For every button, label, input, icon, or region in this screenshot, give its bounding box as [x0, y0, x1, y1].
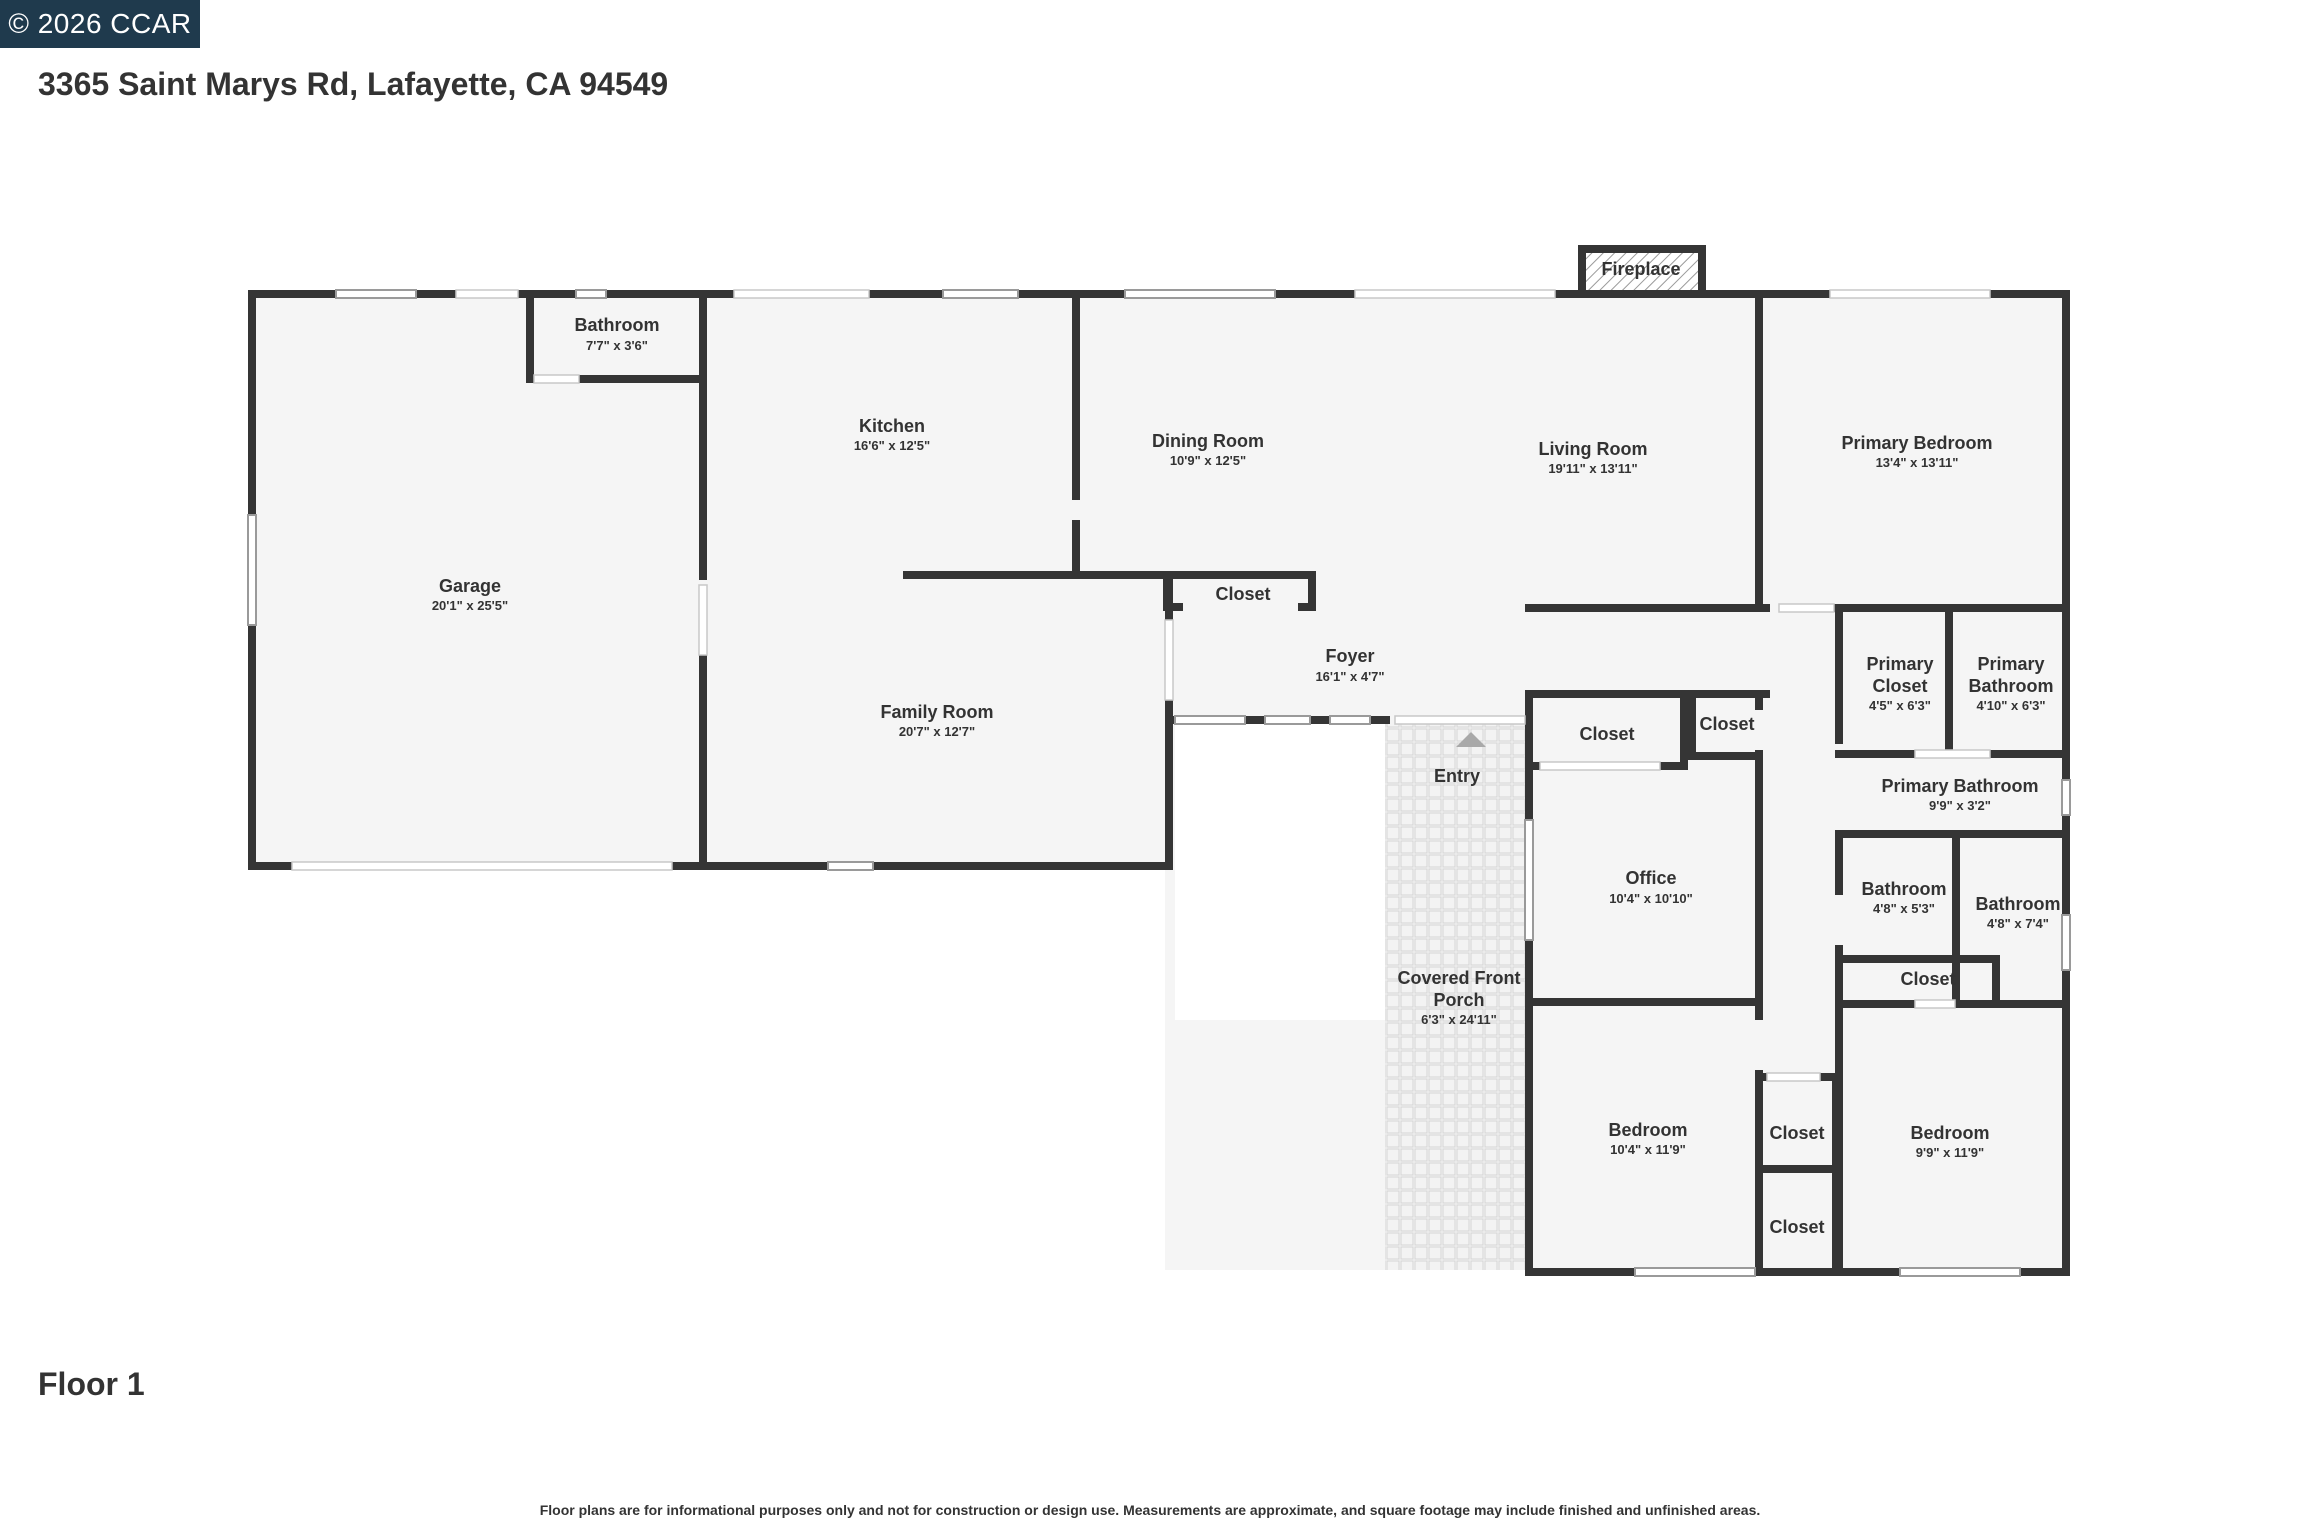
kitchen-dim: 16'6" x 12'5"	[854, 438, 930, 453]
bathroom-a-dim: 4'8" x 5'3"	[1873, 901, 1935, 916]
closet-office-b-label: Closet	[1699, 714, 1754, 734]
family-room-label: Family Room	[880, 702, 993, 722]
bathroom-a-label: Bathroom	[1862, 879, 1947, 899]
office-dim: 10'4" x 10'10"	[1609, 891, 1693, 906]
primary-bathroom-small-label-line2: Bathroom	[1969, 676, 2054, 696]
primary-bathroom-small-label-line1: Primary	[1977, 654, 2044, 674]
closet-office-a-label: Closet	[1579, 724, 1634, 744]
primary-bedroom-label: Primary Bedroom	[1841, 433, 1992, 453]
bathroom-b-label: Bathroom	[1976, 894, 2061, 914]
entry-label: Entry	[1434, 766, 1480, 786]
garage-dim: 20'1" x 25'5"	[432, 598, 508, 613]
closet-hall-a-label: Closet	[1769, 1123, 1824, 1143]
entry-arrow	[1456, 732, 1486, 747]
bedroom-left-label: Bedroom	[1608, 1120, 1687, 1140]
closet-foyer-label: Closet	[1215, 584, 1270, 604]
porch-label-line1: Covered Front	[1397, 968, 1520, 988]
porch-dim: 6'3" x 24'11"	[1421, 1012, 1497, 1027]
primary-closet-dim: 4'5" x 6'3"	[1869, 698, 1931, 713]
bathroom-b-dim: 4'8" x 7'4"	[1987, 916, 2049, 931]
primary-bathroom-dim: 9'9" x 3'2"	[1929, 798, 1991, 813]
foyer-dim: 16'1" x 4'7"	[1315, 669, 1384, 684]
closet-bath-label: Closet	[1900, 969, 1955, 989]
copyright-badge: © 2026 CCAR	[0, 0, 200, 48]
property-address: 3365 Saint Marys Rd, Lafayette, CA 94549	[38, 66, 669, 102]
family-room-dim: 20'7" x 12'7"	[899, 724, 975, 739]
dining-room-dim: 10'9" x 12'5"	[1170, 453, 1246, 468]
bathroom-hall-dim: 7'7" x 3'6"	[586, 338, 648, 353]
living-room-label: Living Room	[1539, 439, 1648, 459]
garage-label: Garage	[439, 576, 501, 596]
windows	[247, 289, 2071, 1277]
foyer-label: Foyer	[1325, 646, 1374, 666]
floor-label: Floor 1	[38, 1366, 145, 1402]
primary-closet-label-line2: Closet	[1872, 676, 1927, 696]
room-labels: Garage 20'1" x 25'5" Bathroom 7'7" x 3'6…	[432, 259, 2061, 1237]
openings	[291, 289, 1991, 1082]
bathroom-hall-label: Bathroom	[575, 315, 660, 335]
bedroom-right-dim: 9'9" x 11'9"	[1916, 1145, 1984, 1160]
primary-bathroom-label: Primary Bathroom	[1881, 776, 2038, 796]
bedroom-left-dim: 10'4" x 11'9"	[1610, 1142, 1686, 1157]
disclaimer: Floor plans are for informational purpos…	[539, 1502, 1761, 1518]
porch-floor	[1385, 720, 1525, 1270]
office-label: Office	[1625, 868, 1676, 888]
primary-bedroom-dim: 13'4" x 13'11"	[1876, 455, 1959, 470]
primary-closet-label-line1: Primary	[1866, 654, 1933, 674]
primary-bathroom-small-dim: 4'10" x 6'3"	[1976, 698, 2045, 713]
porch-label-line2: Porch	[1433, 990, 1484, 1010]
fireplace-label: Fireplace	[1601, 259, 1680, 279]
dining-room-label: Dining Room	[1152, 431, 1264, 451]
closet-hall-b-label: Closet	[1769, 1217, 1824, 1237]
living-room-dim: 19'11" x 13'11"	[1548, 461, 1637, 476]
bedroom-right-label: Bedroom	[1910, 1123, 1989, 1143]
kitchen-label: Kitchen	[859, 416, 925, 436]
